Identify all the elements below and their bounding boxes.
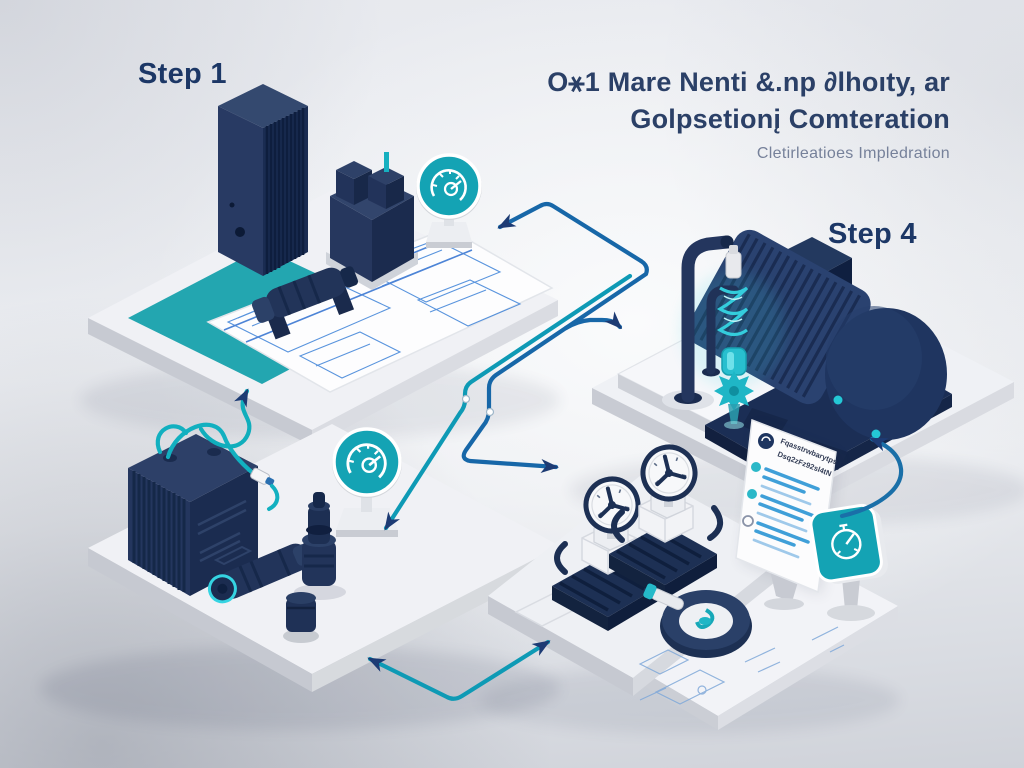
checklist-document-card: Fqasstrwbarytps Dsq2zFz92sl4tN — [735, 418, 840, 610]
nozzle-part — [643, 583, 684, 610]
flow-arrow-bottom-bidirectional — [367, 639, 551, 701]
title-subtitle: Cletirleatioes Impledration — [756, 145, 950, 162]
valve-cylinder-vertical — [294, 492, 346, 600]
processing-unit — [326, 152, 418, 290]
battery-cabinet — [128, 434, 258, 596]
circle-badge-icon — [758, 433, 774, 449]
stopwatch-gauge-icon — [831, 523, 862, 560]
inspection-sign — [809, 503, 888, 621]
step4-label: Step 4 — [828, 218, 917, 250]
server-tower — [218, 84, 308, 276]
flow-arrow-to-step4 — [563, 311, 623, 331]
power-cable-with-plug — [155, 422, 280, 511]
doc-list-items — [742, 462, 820, 559]
title-block: O⚹1 Mare Nenti &.np ∂lhoıty, ar Golpseti… — [547, 64, 950, 163]
gauge-sign-parts — [332, 427, 402, 537]
impeller-ring — [660, 590, 752, 658]
small-canister — [283, 592, 319, 643]
title-line-1: O⚹1 Mare Nenti &.np ∂lhoıty, ar — [547, 67, 950, 97]
flow-arrow-sign-to-motor — [839, 436, 904, 519]
floor-blueprint-sketch — [638, 626, 845, 705]
connector-dots — [461, 394, 495, 417]
pipe-and-impeller-assembly — [674, 235, 785, 429]
step1-label: Step 1 — [138, 58, 227, 90]
pump-part-on-blueprint — [251, 266, 359, 340]
filter-cylinder-horizontal — [207, 543, 313, 604]
flow-arrow-to-step1 — [497, 201, 644, 264]
title-line-2: Golpsetionį Comteration — [630, 104, 950, 134]
gauge-sign-step1 — [416, 153, 482, 248]
flow-arrow-battery-up — [198, 388, 252, 449]
